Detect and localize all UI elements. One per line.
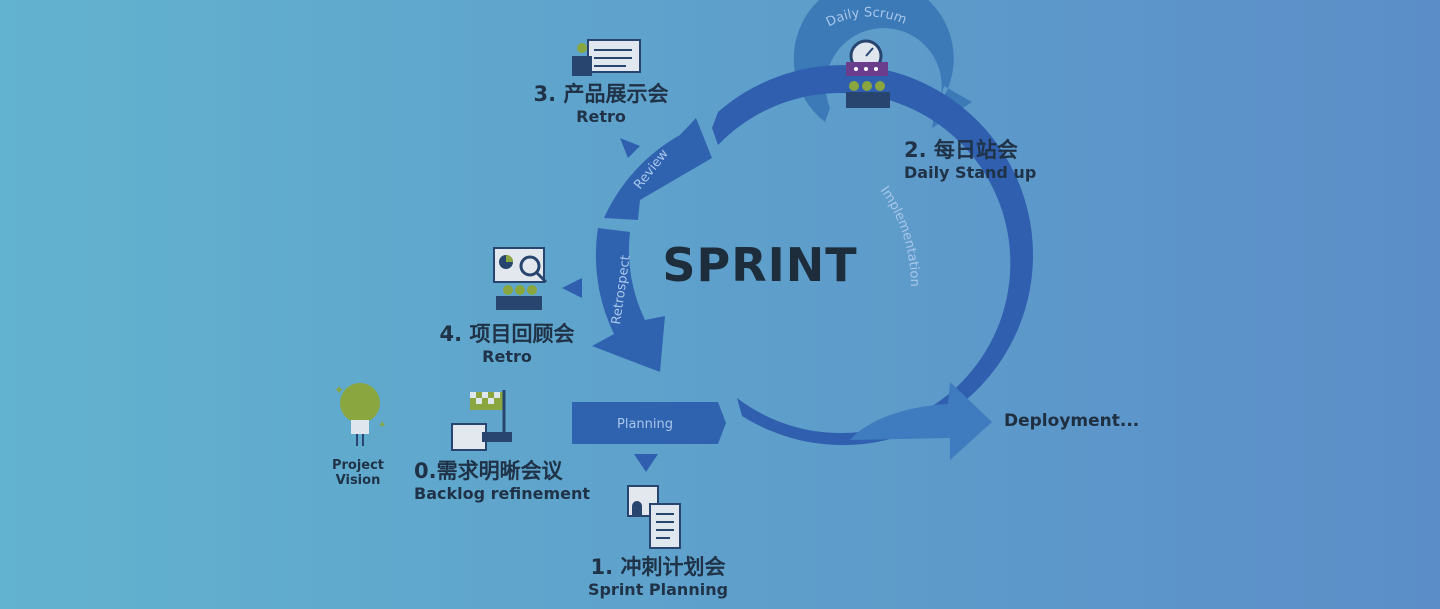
step-sprint-planning: 1. 冲刺计划会 Sprint Planning	[580, 555, 736, 599]
pointer-retro	[562, 278, 582, 298]
magnifier-icon	[519, 255, 548, 284]
step-label-zh: 0.需求明晰会议	[414, 459, 563, 483]
step-label-en: Daily Stand up	[904, 163, 1037, 183]
planning-arrow: Planning	[572, 402, 726, 444]
step-label-en: Retro	[576, 107, 626, 127]
step-label-zh: 2. 每日站会	[904, 138, 1018, 162]
step-product-review: 3. 产品展示会 Retro	[530, 82, 672, 126]
team-icon	[846, 81, 890, 108]
pointer-planning	[634, 454, 658, 472]
daily-scrum-loop: Daily Scrum	[793, 0, 972, 128]
finish-flag-icon	[451, 390, 512, 451]
project-vision-label: Project Vision	[331, 458, 385, 488]
dashboard-icon	[846, 39, 888, 76]
step-label-en: Backlog refinement	[414, 484, 591, 504]
step-label-en: Retro	[482, 347, 532, 367]
deployment-label: Deployment...	[1004, 411, 1140, 431]
svg-text:✦: ✦	[378, 420, 386, 431]
planning-label: Planning	[617, 417, 673, 432]
pointer-review	[620, 138, 640, 158]
step-retro: 4. 项目回顾会 Retro	[432, 322, 582, 366]
svg-text:✦: ✦	[334, 383, 344, 397]
step-daily-standup: 2. 每日站会 Daily Stand up	[904, 138, 1036, 182]
presentation-icon	[572, 39, 641, 76]
step-label-zh: 4. 项目回顾会	[439, 322, 575, 346]
review-chart-icon	[493, 247, 545, 310]
lightbulb-icon: ✦ ✦	[334, 383, 386, 446]
document-icon	[627, 485, 681, 549]
review-arc: Review	[604, 118, 712, 220]
deployment-arrow	[850, 382, 992, 460]
retrospect-arc: Retrospect	[592, 228, 665, 372]
step-label-en: Sprint Planning	[587, 580, 729, 600]
step-backlog-refinement: 0.需求明晰会议 Backlog refinement	[414, 459, 590, 503]
step-label-zh: 3. 产品展示会	[533, 82, 669, 106]
step-label-zh: 1. 冲刺计划会	[590, 555, 726, 579]
sprint-title: SPRINT	[662, 238, 858, 292]
